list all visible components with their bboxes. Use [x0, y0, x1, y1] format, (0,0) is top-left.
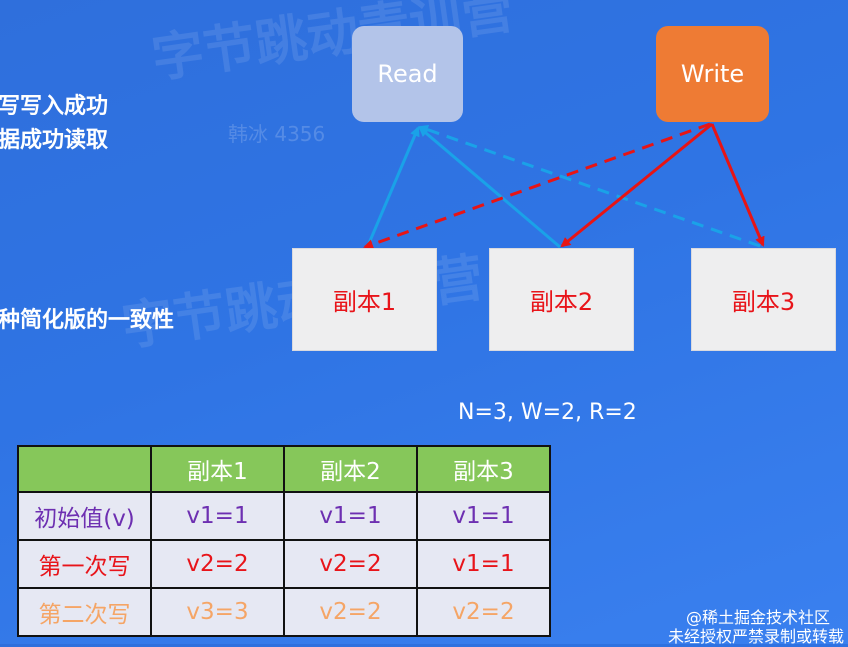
table-cell: v2=2	[283, 587, 418, 637]
watermark: 韩冰 4356	[228, 122, 326, 146]
read-arrow-replica3-dashed	[418, 124, 761, 248]
table-header-cell	[17, 445, 152, 493]
write-node: Write	[656, 26, 769, 122]
write-arrow-replica3	[710, 123, 765, 247]
table-cell: v2=2	[150, 539, 285, 589]
write-node-label: Write	[680, 60, 745, 88]
table-cell: v1=1	[416, 539, 551, 589]
table-cell: v1=1	[416, 491, 551, 541]
replica-1: 副本1	[292, 248, 437, 351]
read-arrow-replica1	[365, 126, 420, 249]
left-text-line3: 种简化版的一致性	[0, 308, 175, 333]
table-cell: v2=2	[283, 539, 418, 589]
table-header-cell: 副本3	[416, 445, 551, 493]
left-text-line2: 据成功读取	[0, 128, 109, 153]
row-label: 初始值(v)	[17, 491, 152, 541]
replica-2: 副本2	[489, 248, 634, 351]
table-cell: v2=2	[416, 587, 551, 637]
table-header-cell: 副本1	[150, 445, 285, 493]
table-cell: v1=1	[283, 491, 418, 541]
replica-1-label: 副本1	[332, 288, 397, 316]
left-text-line1: 写写入成功	[0, 94, 109, 119]
credit-line2: 未经授权严禁录制或转载	[667, 627, 844, 646]
table-header-row: 副本1 副本2 副本3	[17, 445, 551, 493]
write-arrow-replica1-dashed	[363, 122, 711, 250]
row-label: 第一次写	[17, 539, 152, 589]
replica-2-label: 副本2	[529, 288, 594, 316]
row-label: 第二次写	[17, 587, 152, 637]
read-node-label: Read	[377, 60, 438, 88]
table-header-cell: 副本2	[283, 445, 418, 493]
replica-3-label: 副本3	[731, 288, 796, 316]
table-cell: v1=1	[150, 491, 285, 541]
read-node: Read	[352, 26, 463, 122]
read-arrow-replica2	[418, 126, 561, 249]
table-cell: v3=3	[150, 587, 285, 637]
quorum-formula: N=3, W=2, R=2	[458, 400, 637, 425]
write-arrow-replica2	[560, 122, 713, 248]
table-row: 第一次写 v2=2 v2=2 v1=1	[17, 539, 551, 589]
table-row: 第二次写 v3=3 v2=2 v2=2	[17, 587, 551, 637]
credit-line1: @稀土掘金技术社区	[685, 608, 830, 627]
replica-3: 副本3	[691, 248, 836, 351]
consistency-table: 副本1 副本2 副本3 初始值(v) v1=1 v1=1 v1=1 第一次写 v…	[17, 445, 551, 637]
table-row: 初始值(v) v1=1 v1=1 v1=1	[17, 491, 551, 541]
